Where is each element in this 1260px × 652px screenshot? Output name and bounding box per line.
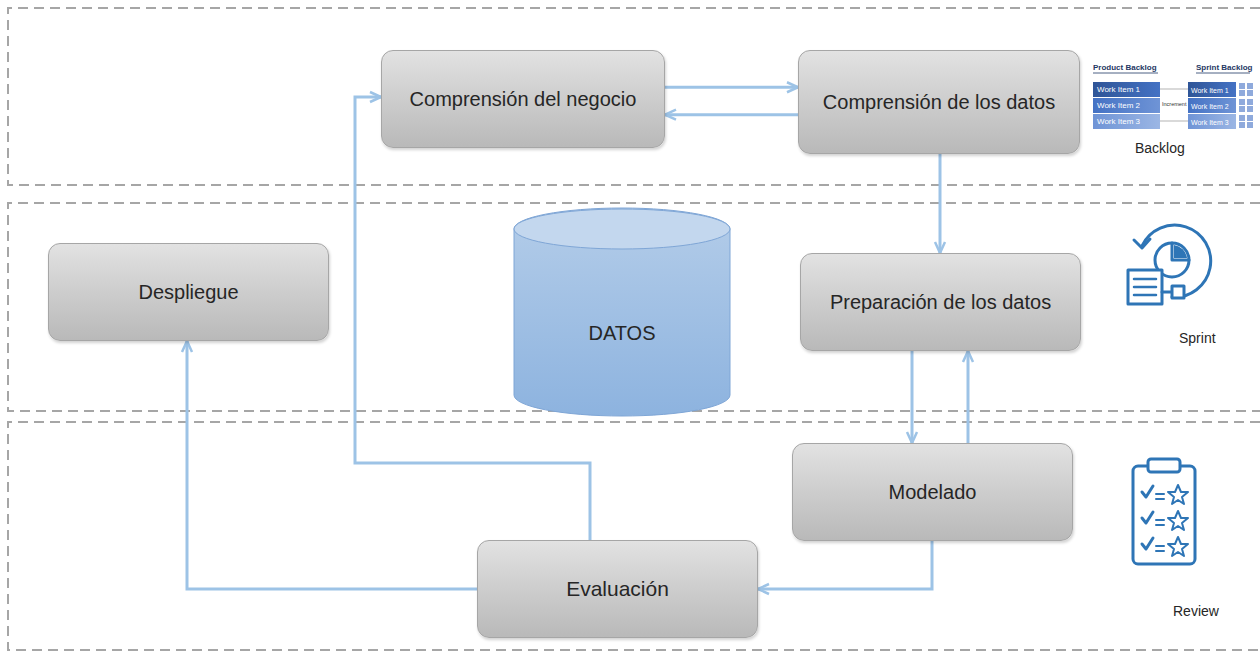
equal-signs — [1156, 494, 1164, 551]
process-box: Comprensión de los datos — [798, 50, 1080, 154]
cycle-arrowhead — [1134, 239, 1150, 248]
clipboard — [1133, 466, 1195, 564]
icon-caption: Backlog — [1135, 141, 1185, 155]
star — [1168, 511, 1188, 530]
check-mark — [1142, 486, 1153, 497]
increment-lines — [1160, 89, 1188, 121]
cylinder-top — [514, 209, 730, 249]
flow-arrow — [187, 341, 477, 589]
increment-text: Increment — [1162, 102, 1186, 108]
review-icon — [1133, 459, 1195, 564]
band-outline — [8, 8, 1260, 185]
picture-heading: Product Backlog — [1093, 64, 1157, 72]
node-text: Evaluación — [566, 575, 669, 602]
cylinder-body — [514, 208, 730, 416]
work-item-text: Work Item 3 — [1191, 119, 1229, 126]
flow-arrow — [939, 154, 942, 253]
document-lines — [1134, 279, 1156, 295]
check-mark — [1142, 512, 1153, 523]
flow-arrow — [665, 86, 798, 89]
work-item-text: Work Item 2 — [1191, 103, 1229, 110]
icon-caption: Review — [1173, 604, 1219, 618]
underline — [1093, 73, 1158, 74]
node-text: Despliegue — [138, 279, 238, 305]
work-item-bar — [1093, 114, 1160, 129]
check-mark — [1142, 538, 1153, 549]
icon-caption: Sprint — [1179, 331, 1216, 345]
document — [1128, 270, 1162, 304]
work-item-bar — [1093, 82, 1160, 97]
flow-arrow — [665, 113, 798, 116]
process-box: Modelado — [792, 443, 1073, 541]
flow-arrow — [967, 351, 970, 443]
picture-heading: Sprint Backlog — [1196, 64, 1252, 72]
star — [1168, 537, 1188, 556]
band-outline — [8, 422, 1260, 650]
node-text: Comprensión de los datos — [823, 89, 1055, 115]
plug — [1172, 286, 1184, 298]
flow-arrow — [911, 351, 914, 443]
flow-arrow — [758, 541, 932, 589]
work-item-bar — [1188, 82, 1236, 97]
star — [1168, 485, 1188, 504]
sprint-icon — [1128, 225, 1211, 304]
work-item-bar — [1093, 98, 1160, 113]
pie-slice-fill — [1174, 245, 1187, 258]
work-item-bar — [1188, 98, 1236, 113]
work-item-text: Work Item 1 — [1191, 87, 1229, 94]
node-text: Modelado — [889, 479, 977, 505]
node-text: DATOS — [588, 320, 655, 346]
cylinder-outline — [513, 208, 731, 416]
database-cylinder: DATOS — [513, 208, 731, 416]
work-item-text: Work Item 1 — [1097, 86, 1140, 94]
task-squares — [1239, 83, 1253, 128]
work-item-text: Work Item 3 — [1097, 118, 1140, 126]
swimlane-bands — [8, 8, 1260, 650]
process-box: Preparación de los datos — [800, 253, 1081, 351]
backlog-picture — [1093, 73, 1253, 129]
underline — [1196, 73, 1250, 74]
process-box: Despliegue — [48, 243, 329, 341]
node-text: Comprensión del negocio — [410, 86, 637, 112]
node-text: Preparación de los datos — [830, 289, 1051, 315]
pie-slice — [1172, 243, 1189, 260]
work-item-bar — [1188, 114, 1236, 129]
process-box: Evaluación — [477, 540, 758, 638]
work-item-text: Work Item 2 — [1097, 102, 1140, 110]
process-box: Comprensión del negocio — [381, 50, 665, 148]
clipboard-clip — [1148, 459, 1180, 472]
